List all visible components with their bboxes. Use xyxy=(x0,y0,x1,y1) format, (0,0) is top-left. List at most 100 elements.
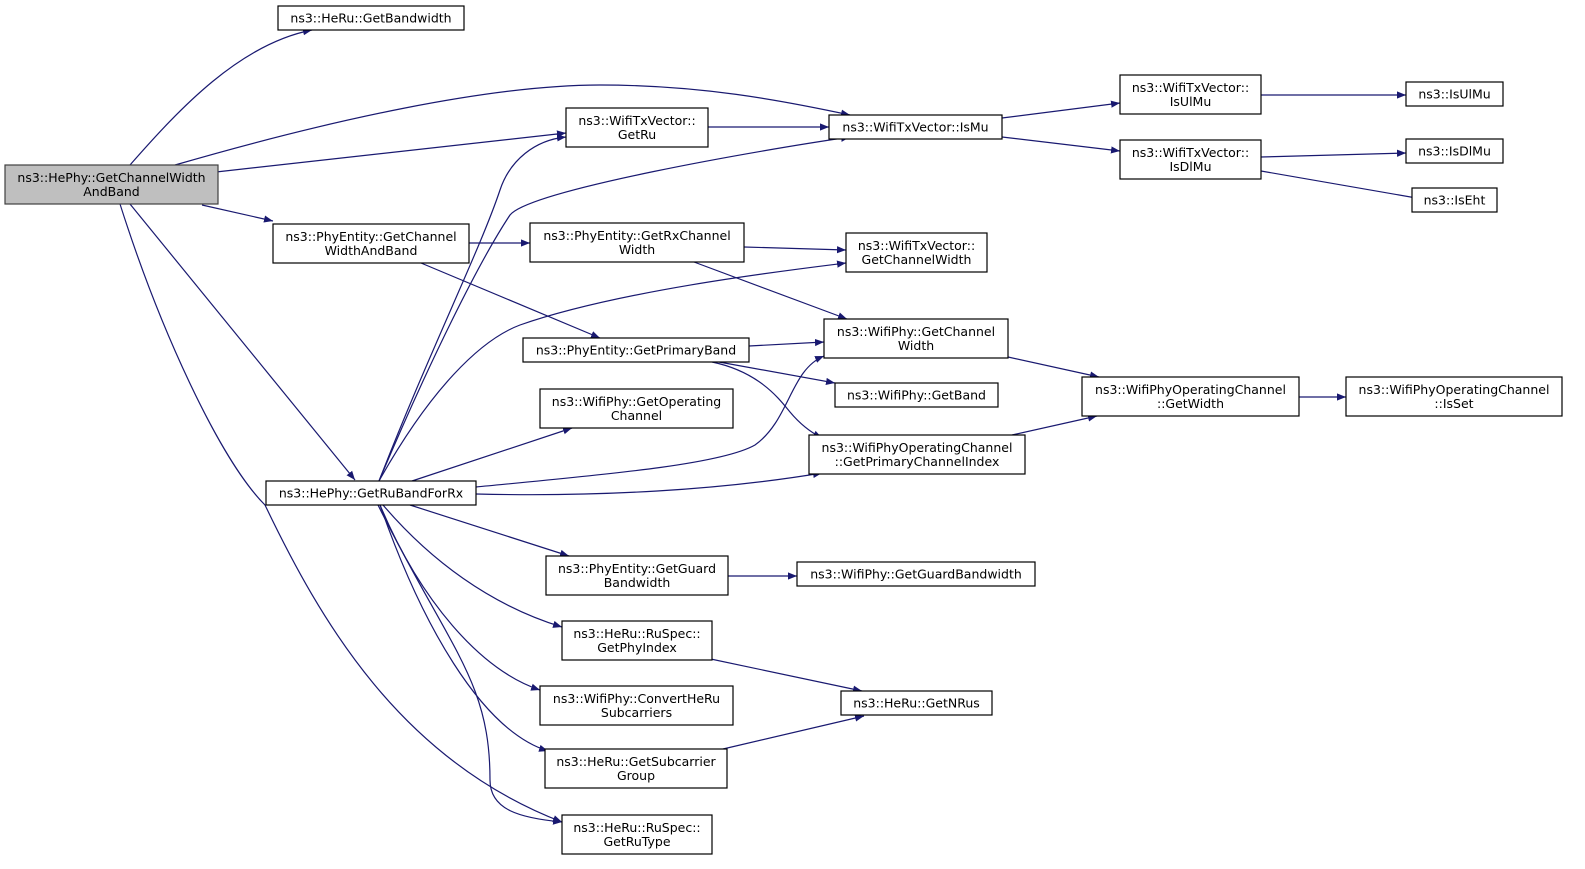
node-label-line: ns3::WifiPhy::ConvertHeRu xyxy=(553,691,720,706)
node-heru-getbandwidth[interactable]: ns3::HeRu::GetBandwidth xyxy=(277,5,465,31)
node-iseht[interactable]: ns3::IsEht xyxy=(1411,187,1498,213)
node-ruspec-getphyindex[interactable]: ns3::HeRu::RuSpec::GetPhyIndex xyxy=(561,620,713,661)
node-label-line: ns3::PhyEntity::GetChannel xyxy=(285,229,456,244)
node-txvec-ismu[interactable]: ns3::WifiTxVector::IsMu xyxy=(828,114,1003,140)
node-box xyxy=(1081,376,1300,417)
node-layer: ns3::HePhy::GetChannelWidthAndBandns3::H… xyxy=(4,5,1563,855)
node-box xyxy=(265,480,477,506)
edge-line xyxy=(119,203,563,823)
edge-line xyxy=(1260,170,1423,202)
node-box xyxy=(545,555,729,596)
node-label-line: Group xyxy=(617,768,655,783)
node-box xyxy=(1119,74,1262,115)
node-label-line: ns3::WifiPhyOperatingChannel xyxy=(1359,382,1550,397)
edge-line xyxy=(382,504,563,628)
node-box xyxy=(272,223,470,264)
node-box xyxy=(522,337,750,363)
edge-line xyxy=(377,504,563,825)
node-label-line: Channel xyxy=(611,408,662,423)
edge-line xyxy=(475,470,823,496)
node-box xyxy=(539,685,734,726)
node-label-line: ns3::HePhy::GetChannelWidth xyxy=(17,170,205,185)
edge-phyent_getprimaryband-to-wifiphy_getband xyxy=(718,361,836,385)
node-label-line: ns3::PhyEntity::GetGuard xyxy=(558,561,716,576)
edge-line xyxy=(1001,136,1121,154)
edge-line xyxy=(722,714,865,750)
node-box xyxy=(834,382,999,408)
node-box xyxy=(823,318,1009,359)
node-phyent-getprimaryband[interactable]: ns3::PhyEntity::GetPrimaryBand xyxy=(522,337,750,363)
node-box xyxy=(277,5,465,31)
node-label-line: ns3::WifiTxVector::IsMu xyxy=(842,120,988,135)
node-wifiphy-getband[interactable]: ns3::WifiPhy::GetBand xyxy=(834,382,999,408)
edge-txvec_isdlmu-to-isdlmu xyxy=(1260,149,1407,158)
edge-root-to-phyent_getchwidthband xyxy=(201,204,274,223)
node-isulmu[interactable]: ns3::IsUlMu xyxy=(1405,81,1504,107)
node-box xyxy=(845,232,988,273)
edge-line xyxy=(379,504,549,752)
node-label-line: ns3::HeRu::GetBandwidth xyxy=(290,11,451,26)
edge-phyent_getrxchwidth-to-txvec_getchwidth xyxy=(743,246,847,254)
node-box xyxy=(561,814,713,855)
node-label-line: ns3::WifiPhy::GetBand xyxy=(847,388,986,403)
node-box xyxy=(1405,81,1504,107)
node-txvec-isulmu[interactable]: ns3::WifiTxVector::IsUlMu xyxy=(1119,74,1262,115)
node-label-line: ns3::WifiPhyOperatingChannel xyxy=(1095,382,1286,397)
edge-line xyxy=(409,504,570,557)
edge-ruspec_getphyindex-to-heru_getnrus xyxy=(705,657,863,693)
edge-txvec_ismu-to-txvec_isulmu xyxy=(1001,100,1121,119)
node-isdlmu[interactable]: ns3::IsDlMu xyxy=(1405,138,1504,164)
node-phyent-getguardbw[interactable]: ns3::PhyEntity::GetGuardBandwidth xyxy=(545,555,729,596)
node-box xyxy=(1119,139,1262,180)
edge-root-to-heru_getbandwidth xyxy=(129,28,313,166)
node-heru-getnrus[interactable]: ns3::HeRu::GetNRus xyxy=(840,690,993,716)
node-txvec-getchwidth[interactable]: ns3::WifiTxVector::GetChannelWidth xyxy=(845,232,988,273)
node-ruspec-getrutype[interactable]: ns3::HeRu::RuSpec::GetRuType xyxy=(561,814,713,855)
node-label-line: ns3::WifiPhy::GetGuardBandwidth xyxy=(810,567,1022,582)
node-label-line: ns3::HeRu::RuSpec:: xyxy=(573,626,700,641)
edge-line xyxy=(129,203,356,481)
node-box xyxy=(4,164,219,205)
edge-line xyxy=(1007,356,1100,379)
edge-line xyxy=(201,204,274,223)
node-label-line: IsUlMu xyxy=(1170,94,1212,109)
node-opch-getprimaryidx[interactable]: ns3::WifiPhyOperatingChannel::GetPrimary… xyxy=(808,434,1026,475)
node-label-line: ns3::IsEht xyxy=(1424,193,1486,208)
node-wifiphy-getchwidth[interactable]: ns3::WifiPhy::GetChannelWidth xyxy=(823,318,1009,359)
node-label-line: GetPhyIndex xyxy=(597,640,677,655)
node-opch-getwidth[interactable]: ns3::WifiPhyOperatingChannel::GetWidth xyxy=(1081,376,1300,417)
edge-line xyxy=(693,261,848,320)
edge-hephy_getruband-to-txvec_getru xyxy=(378,134,567,482)
node-label-line: Subcarriers xyxy=(601,705,672,720)
edge-layer xyxy=(119,28,1423,825)
edge-hephy_getruband-to-heru_getsubcarriergroup xyxy=(379,504,549,752)
node-label-line: ns3::WifiTxVector:: xyxy=(1132,145,1249,160)
edge-txvec_ismu-to-txvec_isdlmu xyxy=(1001,136,1121,154)
node-hephy-getruband[interactable]: ns3::HePhy::GetRuBandForRx xyxy=(265,480,477,506)
node-txvec-isdlmu[interactable]: ns3::WifiTxVector::IsDlMu xyxy=(1119,139,1262,180)
node-label-line: GetChannelWidth xyxy=(862,252,972,267)
node-box xyxy=(561,620,713,661)
node-label-line: ::IsSet xyxy=(1434,396,1473,411)
edge-root-to-txvec_getru xyxy=(215,130,567,173)
node-label-line: ns3::PhyEntity::GetPrimaryBand xyxy=(536,343,736,358)
node-box xyxy=(808,434,1026,475)
edge-hephy_getruband-to-ruspec_getphyindex xyxy=(382,504,563,628)
node-opch-isset[interactable]: ns3::WifiPhyOperatingChannel::IsSet xyxy=(1345,376,1563,417)
edge-hephy_getruband-to-wifiphy_getchwidth xyxy=(475,355,825,488)
node-label-line: ns3::HePhy::GetRuBandForRx xyxy=(279,486,463,501)
node-wifiphy-getguardbw[interactable]: ns3::WifiPhy::GetGuardBandwidth xyxy=(796,561,1036,587)
node-label-line: ns3::WifiPhy::GetOperating xyxy=(552,394,721,409)
edge-line xyxy=(129,28,313,166)
edge-line xyxy=(1011,414,1098,436)
edge-phyent_getrxchwidth-to-wifiphy_getchwidth xyxy=(693,261,848,320)
node-txvec-getru[interactable]: ns3::WifiTxVector::GetRu xyxy=(565,107,709,148)
edge-line xyxy=(378,260,847,482)
